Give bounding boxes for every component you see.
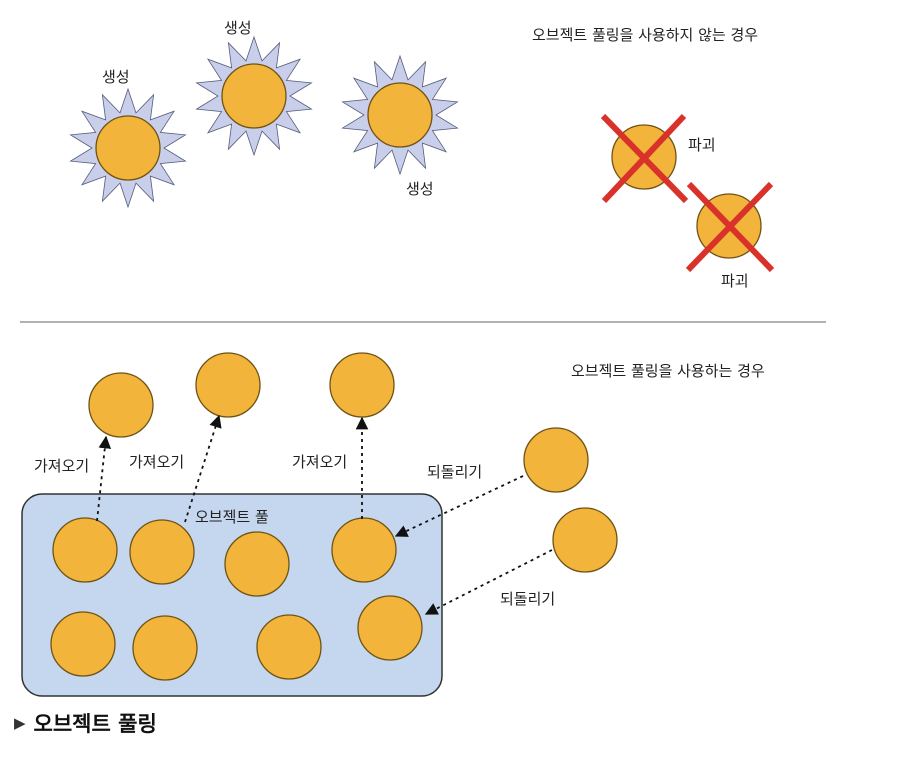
caption-marker: ▶ — [14, 714, 26, 732]
retrieved-object-3 — [329, 352, 395, 418]
returning-object-1 — [523, 427, 589, 493]
pooled-object — [256, 614, 322, 680]
get-label-3: 가져오기 — [292, 453, 347, 471]
pooled-object — [129, 519, 195, 585]
cross-mark — [685, 181, 774, 273]
get-arrow-1 — [96, 435, 112, 522]
pooled-object — [224, 531, 290, 597]
cross-mark — [601, 113, 687, 204]
caption-text: 오브젝트 풀링 — [33, 712, 157, 736]
object-pool-label: 오브젝트 풀 — [195, 508, 269, 526]
returning-object-2 — [552, 507, 618, 573]
destroyed-object-1 — [600, 113, 689, 204]
figure-caption: ▶ 오브젝트 풀링 — [14, 708, 157, 738]
return-label-1: 되돌리기 — [427, 463, 482, 481]
get-label-2: 가져오기 — [129, 453, 184, 471]
pooled-object — [357, 595, 423, 661]
spawned-object-1 — [69, 87, 187, 209]
return-arrow-1 — [394, 475, 524, 537]
get-arrow-2 — [184, 414, 222, 523]
pooled-object — [132, 615, 198, 681]
get-label-1: 가져오기 — [34, 457, 89, 475]
spawned-ball — [367, 82, 433, 148]
create-label-2: 생성 — [224, 19, 252, 37]
create-label-1: 생성 — [102, 68, 130, 86]
pooled-object — [52, 517, 118, 583]
spawned-object-3 — [341, 54, 459, 176]
pooled-object — [331, 517, 397, 583]
destroy-label-1: 파괴 — [688, 136, 716, 154]
destroy-label-2: 파괴 — [721, 272, 749, 290]
spawned-ball — [221, 63, 287, 129]
return-arrow-2 — [424, 549, 553, 615]
spawned-ball — [95, 115, 161, 181]
without-pooling-title: 오브젝트 풀링을 사용하지 않는 경우 — [532, 26, 758, 44]
with-pooling-title: 오브젝트 풀링을 사용하는 경우 — [571, 362, 765, 380]
pooled-object — [50, 611, 116, 677]
return-label-2: 되돌리기 — [500, 590, 555, 608]
spawned-object-2 — [195, 35, 313, 157]
destroyed-object-2 — [685, 181, 775, 273]
create-label-3: 생성 — [406, 180, 434, 198]
retrieved-object-1 — [88, 372, 154, 438]
retrieved-object-2 — [195, 352, 261, 418]
